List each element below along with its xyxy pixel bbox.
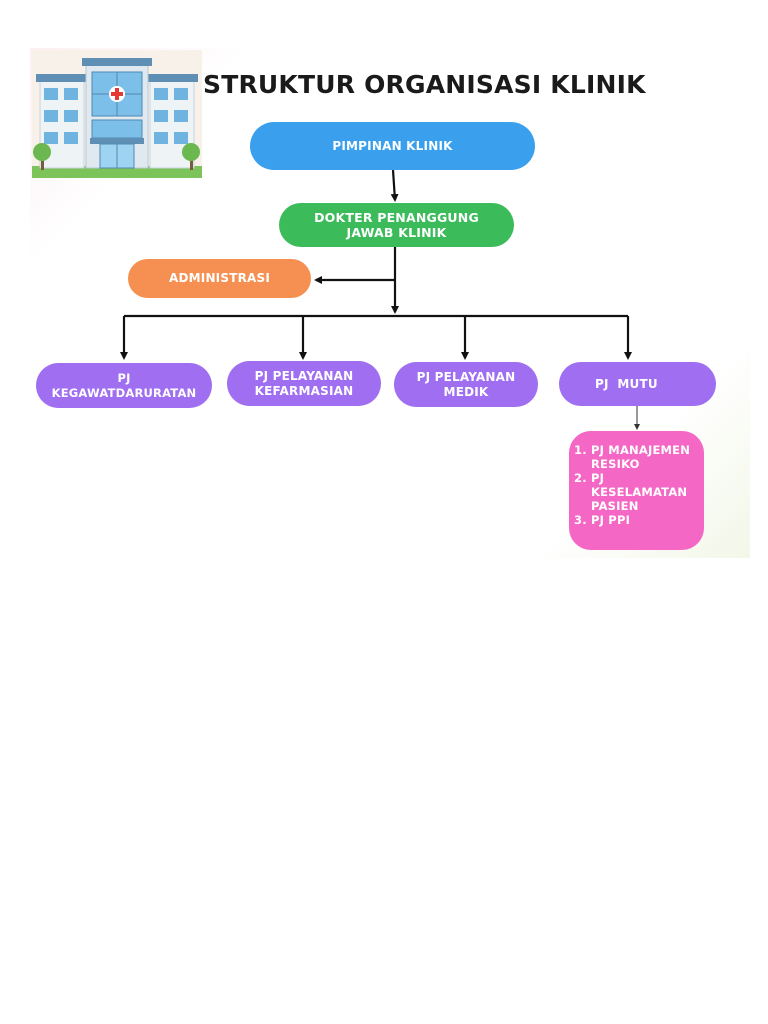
node-pj-mutu: PJ MUTU (559, 362, 716, 406)
node-dokter-penanggung-jawab: DOKTER PENANGGUNG JAWAB KLINIK (279, 203, 514, 247)
node-label-line1: DOKTER PENANGGUNG (314, 210, 479, 225)
node-label-group: DOKTER PENANGGUNG JAWAB KLINIK (314, 210, 479, 240)
node-label-line2: MEDIK (443, 384, 489, 399)
connector-pimpinan-dokter (390, 169, 399, 202)
node-label-line2: KEFARMASIAN (254, 383, 354, 398)
list-item: PJ KESELAMATAN PASIEN (591, 471, 698, 513)
node-label-line2: JAWAB KLINIK (346, 225, 447, 240)
node-label-line1: PJ (117, 370, 131, 385)
list-item: PJ MANAJEMEN RESIKO (591, 443, 698, 471)
node-pj-pelayanan-medik: PJ PELAYANAN MEDIK (394, 362, 538, 407)
node-label-line1: PJ PELAYANAN (254, 368, 354, 383)
connector-lines (120, 169, 640, 430)
node-label-line1: PJ PELAYANAN (416, 369, 516, 384)
node-mutu-sub-list: PJ MANAJEMEN RESIKO PJ KESELAMATAN PASIE… (569, 431, 704, 550)
node-label-group: PJ KEGAWATDARURATAN (52, 371, 197, 401)
list-item: PJ PPI (591, 513, 698, 527)
hospital-building-icon (32, 50, 202, 178)
node-pimpinan-klinik: PIMPINAN KLINIK (250, 122, 535, 170)
node-pj-pelayanan-kefarmasian: PJ PELAYANAN KEFARMASIAN (227, 361, 381, 406)
node-administrasi: ADMINISTRASI (128, 259, 311, 298)
node-label-line2: KEGAWATDARURATAN (51, 385, 197, 400)
page-title: STRUKTUR ORGANISASI KLINIK (203, 70, 646, 99)
mutu-sub-list: PJ MANAJEMEN RESIKO PJ KESELAMATAN PASIE… (577, 443, 698, 527)
node-label-group: PJ PELAYANAN KEFARMASIAN (255, 369, 354, 399)
node-label: PIMPINAN KLINIK (332, 138, 453, 153)
node-pj-kegawatdaruratan: PJ KEGAWATDARURATAN (36, 363, 212, 408)
node-label: PJ MUTU (595, 376, 658, 391)
node-label-group: PJ PELAYANAN MEDIK (417, 370, 516, 400)
node-label: ADMINISTRASI (168, 271, 271, 285)
